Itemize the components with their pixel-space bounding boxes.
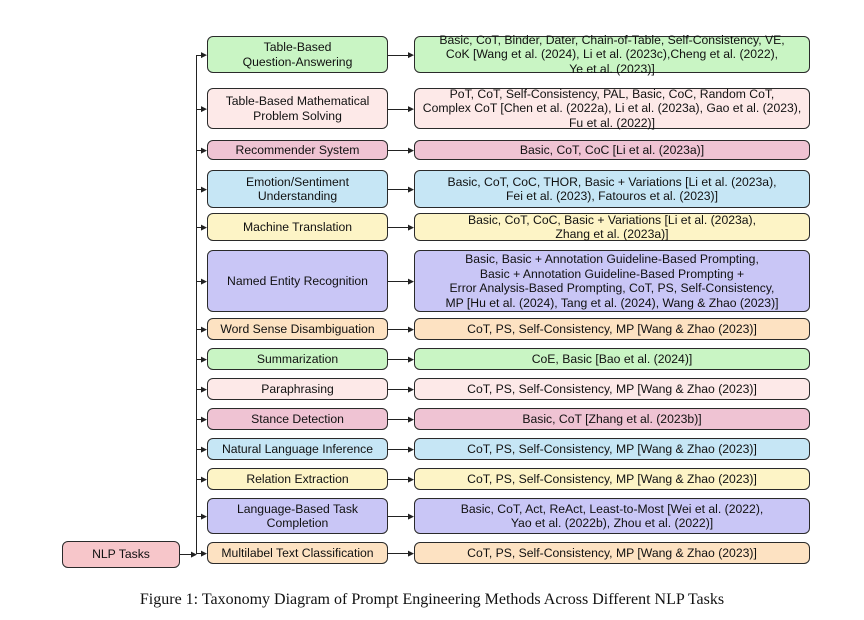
branch-arrowhead (201, 52, 207, 59)
branch-connector (196, 516, 202, 518)
methods-node-named-entity-recognition: Basic, Basic + Annotation Guideline-Base… (414, 250, 810, 312)
task-node-word-sense-disambiguation: Word Sense Disambiguation (207, 318, 388, 340)
methods-node-word-sense-disambiguation: CoT, PS, Self-Consistency, MP [Wang & Zh… (414, 318, 810, 340)
branch-connector (196, 54, 202, 56)
methods-connector (388, 479, 409, 481)
methods-arrowhead (408, 416, 414, 423)
branch-arrowhead (201, 416, 207, 423)
branch-arrowhead (201, 550, 207, 557)
methods-node-relation-extraction: CoT, PS, Self-Consistency, MP [Wang & Zh… (414, 468, 810, 490)
methods-connector (388, 150, 409, 152)
root-arrowhead (191, 551, 197, 558)
branch-connector (196, 359, 202, 361)
methods-arrowhead (408, 446, 414, 453)
task-node-natural-language-inference: Natural Language Inference (207, 438, 388, 460)
methods-arrowhead (408, 224, 414, 231)
methods-arrowhead (408, 386, 414, 393)
branch-connector (196, 449, 202, 451)
methods-connector (388, 108, 409, 110)
methods-connector (388, 553, 409, 555)
methods-connector (388, 227, 409, 229)
methods-connector (388, 189, 409, 191)
methods-node-machine-translation: Basic, CoT, CoC, Basic + Variations [Li … (414, 213, 810, 241)
methods-node-stance-detection: Basic, CoT [Zhang et al. (2023b)] (414, 408, 810, 430)
methods-node-natural-language-inference: CoT, PS, Self-Consistency, MP [Wang & Zh… (414, 438, 810, 460)
task-node-named-entity-recognition: Named Entity Recognition (207, 250, 388, 312)
branch-connector (196, 281, 202, 283)
figure-caption: Figure 1: Taxonomy Diagram of Prompt Eng… (139, 591, 725, 608)
trunk-connector (196, 54, 198, 553)
methods-arrowhead (408, 278, 414, 285)
methods-node-paraphrasing: CoT, PS, Self-Consistency, MP [Wang & Zh… (414, 378, 810, 400)
branch-connector (196, 150, 202, 152)
task-node-machine-translation: Machine Translation (207, 213, 388, 241)
branch-arrowhead (201, 386, 207, 393)
task-node-relation-extraction: Relation Extraction (207, 468, 388, 490)
methods-node-table-based-mathematical-problem-solving: PoT, CoT, Self-Consistency, PAL, Basic, … (414, 87, 810, 130)
task-node-paraphrasing: Paraphrasing (207, 378, 388, 400)
branch-arrowhead (201, 513, 207, 520)
methods-connector (388, 449, 409, 451)
branch-arrowhead (201, 326, 207, 333)
methods-node-recommender-system: Basic, CoT, CoC [Li et al. (2023a)] (414, 140, 810, 160)
methods-arrowhead (408, 356, 414, 363)
branch-arrowhead (201, 476, 207, 483)
task-node-recommender-system: Recommender System (207, 140, 388, 160)
methods-arrowhead (408, 186, 414, 193)
branch-connector (196, 479, 202, 481)
root-node-nlp-tasks: NLP Tasks (62, 541, 180, 568)
methods-node-multilabel-text-classification: CoT, PS, Self-Consistency, MP [Wang & Zh… (414, 542, 810, 564)
methods-arrowhead (408, 513, 414, 520)
branch-arrowhead (201, 356, 207, 363)
branch-arrowhead (201, 446, 207, 453)
branch-connector (196, 389, 202, 391)
methods-connector (388, 419, 409, 421)
methods-connector (388, 516, 409, 518)
methods-arrowhead (408, 106, 414, 113)
branch-connector (196, 227, 202, 229)
methods-connector (388, 359, 409, 361)
branch-arrowhead (201, 224, 207, 231)
methods-connector (388, 389, 409, 391)
methods-node-emotion-sentiment-understanding: Basic, CoT, CoC, THOR, Basic + Variation… (414, 170, 810, 208)
methods-arrowhead (408, 52, 414, 59)
methods-node-language-based-task-completion: Basic, CoT, Act, ReAct, Least-to-Most [W… (414, 498, 810, 534)
task-node-summarization: Summarization (207, 348, 388, 370)
methods-node-table-based-question-answering: Basic, CoT, Binder, Dater, Chain-of-Tabl… (414, 33, 810, 76)
methods-arrowhead (408, 326, 414, 333)
root-connector (180, 554, 196, 556)
methods-arrowhead (408, 147, 414, 154)
branch-connector (196, 329, 202, 331)
methods-node-summarization: CoE, Basic [Bao et al. (2024)] (414, 348, 810, 370)
branch-arrowhead (201, 147, 207, 154)
methods-connector (388, 54, 409, 56)
methods-arrowhead (408, 550, 414, 557)
task-node-stance-detection: Stance Detection (207, 408, 388, 430)
branch-connector (196, 189, 202, 191)
branch-connector (196, 553, 202, 555)
methods-arrowhead (408, 476, 414, 483)
methods-connector (388, 329, 409, 331)
methods-connector (388, 281, 409, 283)
task-node-multilabel-text-classification: Multilabel Text Classification (207, 542, 388, 564)
branch-arrowhead (201, 186, 207, 193)
branch-arrowhead (201, 106, 207, 113)
branch-arrowhead (201, 278, 207, 285)
branch-connector (196, 108, 202, 110)
branch-connector (196, 419, 202, 421)
